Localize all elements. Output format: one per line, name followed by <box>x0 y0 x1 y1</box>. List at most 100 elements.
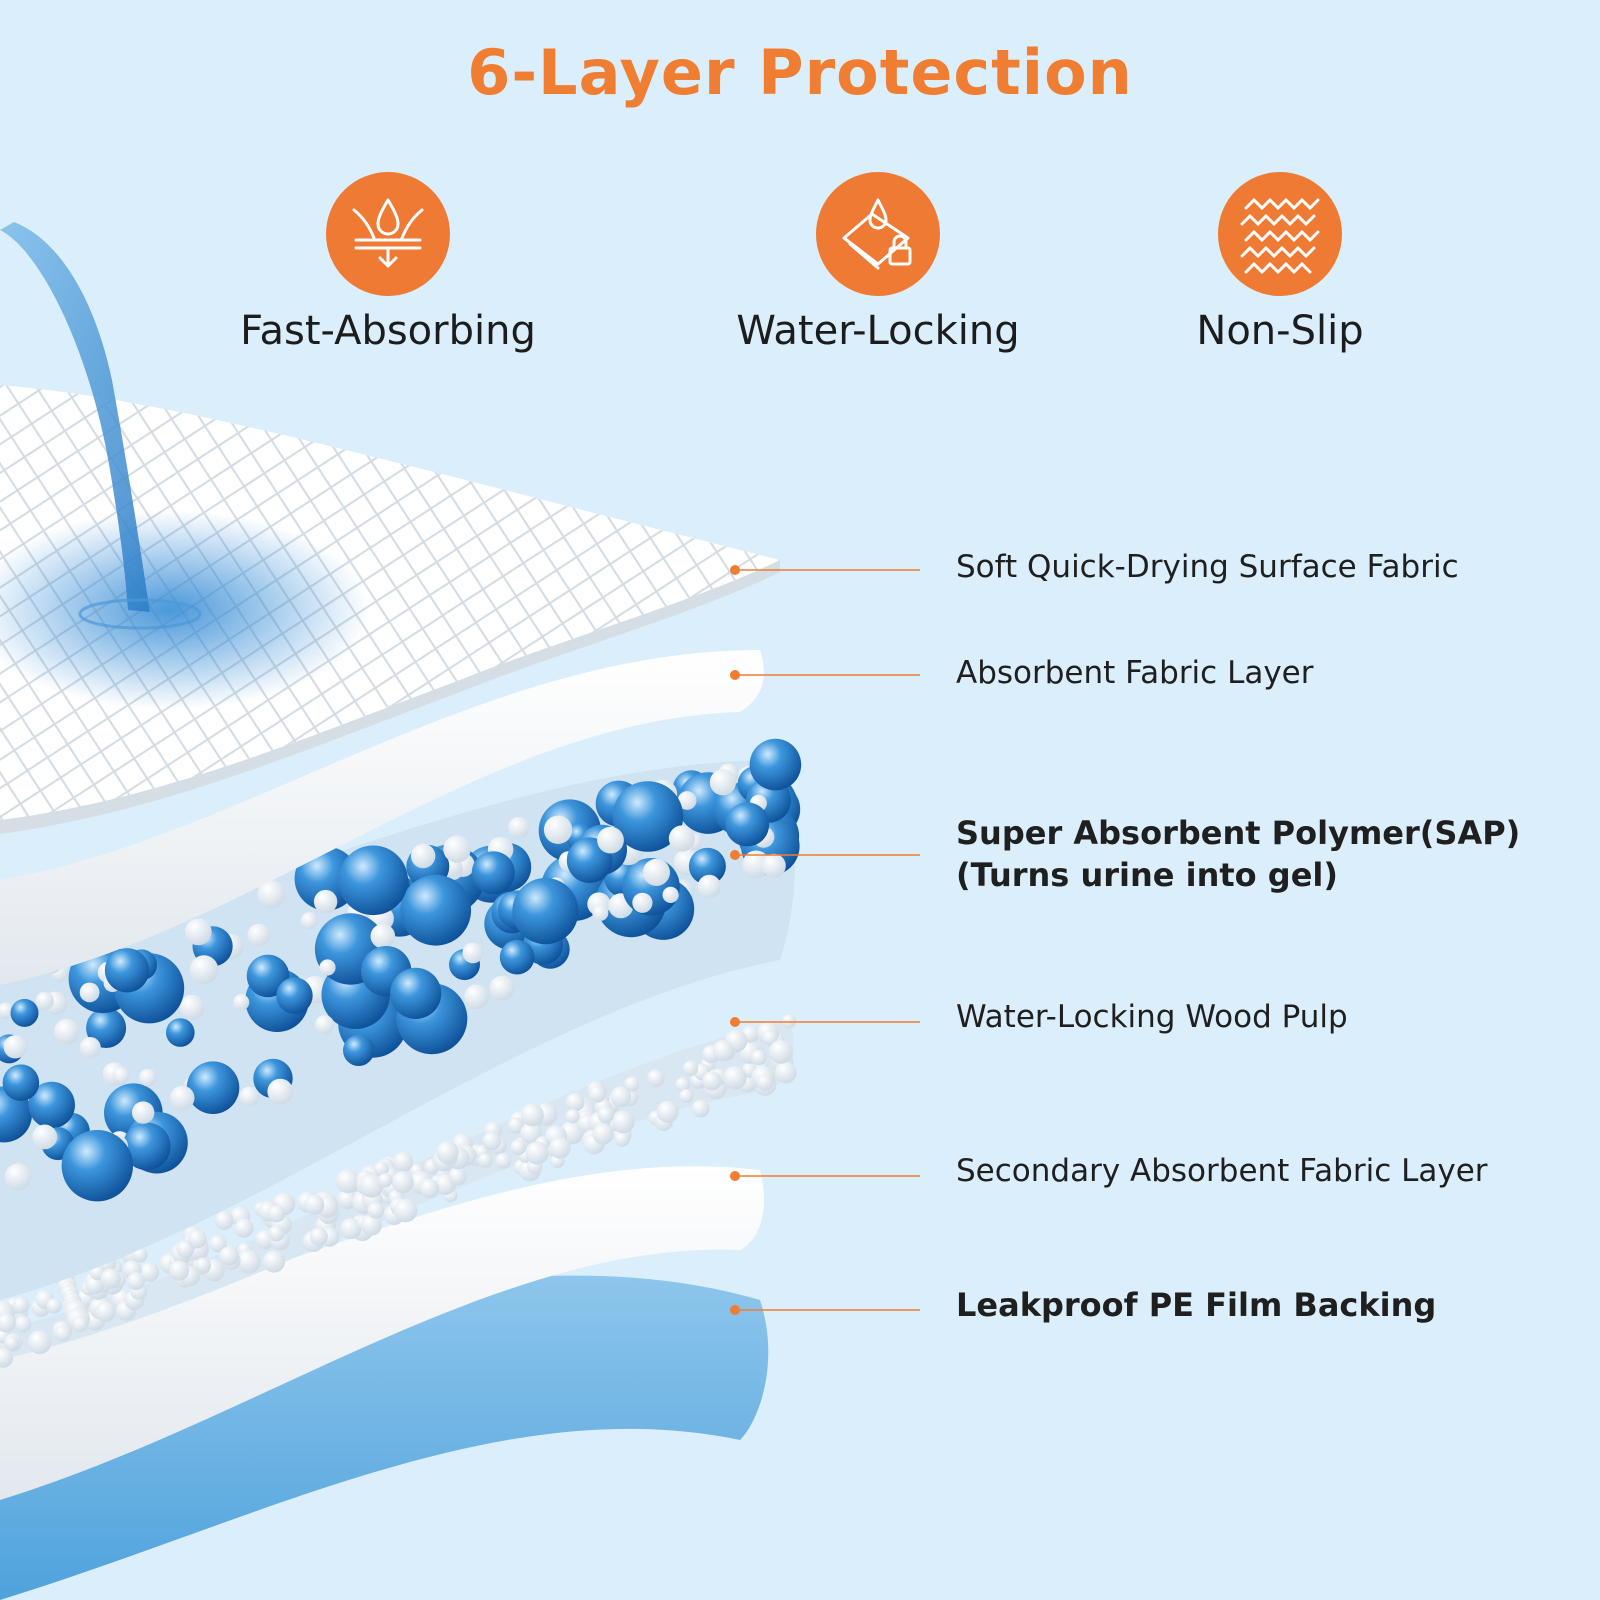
gel-bubble <box>61 1130 133 1202</box>
secondary-fabric-layer <box>0 1166 764 1500</box>
pearl <box>262 1250 286 1273</box>
pearl <box>702 1071 722 1091</box>
callout-line: Secondary Absorbent Fabric Layer <box>956 1153 1488 1189</box>
feature-label: Non-Slip <box>1196 308 1364 354</box>
pearl <box>139 1068 157 1087</box>
gel-bubble <box>400 874 472 946</box>
gel-bubble <box>499 939 535 975</box>
pearl <box>170 1085 195 1111</box>
pearl <box>677 791 697 810</box>
leader-dot <box>730 670 740 680</box>
pearl <box>71 1316 89 1333</box>
gel-bubble <box>2 1064 40 1101</box>
pearl <box>373 1161 390 1177</box>
pearl <box>209 1235 227 1253</box>
pearl <box>565 1093 585 1112</box>
pearl <box>54 1018 80 1045</box>
pearl <box>549 1137 571 1159</box>
pearl <box>507 1117 524 1134</box>
callout-secondary-fabric: Secondary Absorbent Fabric Layer <box>956 1150 1586 1192</box>
pearl <box>419 1178 440 1199</box>
non-slip-pattern-icon <box>1218 172 1342 296</box>
pearl <box>592 905 609 921</box>
pearl <box>268 1225 285 1242</box>
pearl <box>462 942 484 964</box>
callout-line: Leakproof PE Film Backing <box>956 1286 1437 1324</box>
pearl <box>378 1173 393 1188</box>
pearl <box>597 1106 614 1124</box>
pearl <box>478 1153 493 1168</box>
pearl <box>3 1035 27 1059</box>
drop-absorb-icon <box>326 172 450 296</box>
pearl <box>127 1272 146 1291</box>
callout-subline: (Turns urine into gel) <box>956 856 1338 894</box>
drop-lock-icon <box>816 172 940 296</box>
pearl <box>769 1040 793 1064</box>
callout-line: Absorbent Fabric Layer <box>956 655 1314 691</box>
pearl <box>464 984 489 1010</box>
pearl <box>762 1030 778 1046</box>
callout-line: Soft Quick-Drying Surface Fabric <box>956 549 1459 585</box>
pearl <box>300 912 318 930</box>
pearl <box>712 1040 735 1062</box>
pearl <box>236 1249 261 1274</box>
pearl <box>85 1275 104 1295</box>
pearl <box>482 1131 501 1151</box>
pearl <box>675 1077 690 1092</box>
gel-bubble <box>390 967 442 1020</box>
pearl <box>313 889 338 914</box>
pearl <box>611 1110 635 1134</box>
absorbent-fabric-layer <box>0 650 764 985</box>
pearl <box>12 1296 30 1314</box>
gel-bubble <box>612 781 684 852</box>
gel-bubble <box>338 845 409 916</box>
pearl <box>189 955 219 984</box>
feature-label: Fast-Absorbing <box>240 308 536 354</box>
pearl-cluster <box>0 1014 797 1368</box>
callout-line: Super Absorbent Polymer(SAP) <box>956 814 1521 852</box>
pearl <box>624 1076 640 1092</box>
pearl <box>448 1167 467 1186</box>
pearl <box>54 1325 72 1342</box>
water-stream <box>0 222 150 612</box>
leader-dot <box>730 1171 740 1181</box>
callout-pe-film: Leakproof PE Film Backing <box>956 1284 1586 1326</box>
pearl <box>723 1066 747 1090</box>
pearl <box>184 918 212 946</box>
pearl <box>179 994 205 1020</box>
pearl <box>79 982 100 1003</box>
gel-bubble <box>725 802 770 847</box>
pearl <box>257 880 286 909</box>
pearl <box>662 886 679 904</box>
pearl <box>267 1205 286 1223</box>
pearl <box>592 1123 614 1145</box>
gel-bubble <box>343 1034 375 1066</box>
gel-bubble <box>166 1018 195 1047</box>
pearl <box>521 1103 544 1127</box>
callout-surface-fabric: Soft Quick-Drying Surface Fabric <box>956 546 1586 588</box>
pearl <box>247 923 271 947</box>
feature-water-locking: Water-Locking <box>678 172 1078 354</box>
gel-bubble <box>86 1008 127 1048</box>
pearl <box>0 1347 14 1368</box>
water-stain <box>0 510 370 710</box>
pearl <box>709 769 737 796</box>
leader-dot <box>730 565 740 575</box>
pearl <box>750 1049 767 1066</box>
pearl <box>100 1268 122 1289</box>
gel-bubble <box>122 1122 171 1171</box>
feature-non-slip: Non-Slip <box>1080 172 1480 354</box>
pearl <box>304 1194 325 1215</box>
pearl <box>756 1074 773 1091</box>
pearl <box>543 815 573 844</box>
gel-bubble <box>28 1081 75 1129</box>
pearl <box>682 1060 699 1077</box>
pearl <box>0 1002 14 1019</box>
pearl <box>319 959 336 976</box>
water-splash <box>78 598 202 630</box>
gel-bubble <box>186 1061 240 1114</box>
pearl <box>588 1085 607 1103</box>
page-title: 6-Layer Protection <box>467 36 1133 109</box>
